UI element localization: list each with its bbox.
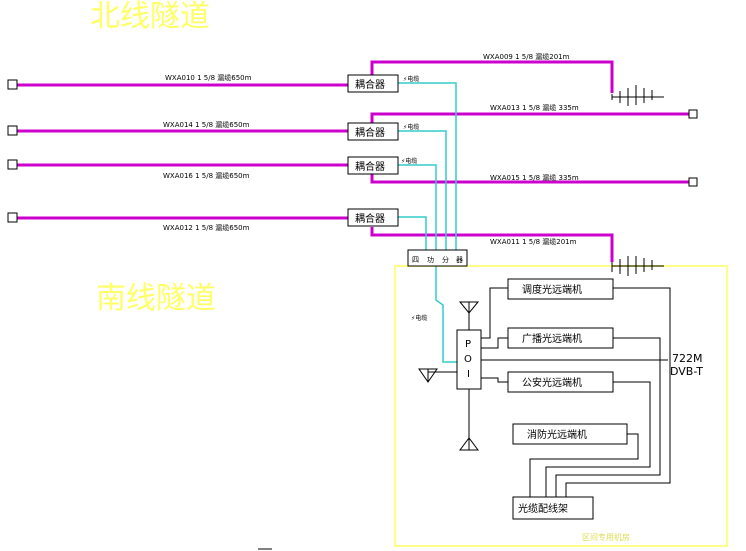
terminal-wxa010 <box>7 79 18 90</box>
plug-icon: ⚡ <box>401 158 405 165</box>
room-label: 区间专用机房 <box>582 532 630 542</box>
feeder-label-3: ⚡电缆 <box>401 157 417 165</box>
label-wxa011: WXA011 1 5/8 漏缆201m <box>490 237 577 246</box>
north-tunnel-title: 北线隧道 <box>90 0 210 34</box>
terminal-wxa013 <box>688 109 698 119</box>
feeder-label-1: ⚡电缆 <box>403 75 419 83</box>
feeder-label-4: ⚡电缆 <box>411 314 427 322</box>
couplers: 耦合器 耦合器 耦合器 耦合器 <box>347 74 399 227</box>
terminal-wxa012 <box>7 212 18 223</box>
plug-icon: ⚡ <box>411 315 415 322</box>
external-signal-line-1: 722M <box>672 352 703 365</box>
feeder-coupler-4 <box>398 216 427 250</box>
fire-terminal <box>512 423 628 445</box>
cable-wxa011 <box>370 227 614 262</box>
dispatch-terminal <box>507 278 614 300</box>
coupler-4-label: 耦合器 <box>355 212 385 225</box>
cable-wxa009 <box>370 60 614 93</box>
poi-char-o: O <box>464 354 472 365</box>
plug-icon: ⚡ <box>403 76 407 83</box>
cable-labels: WXA010 1 5/8 漏缆650m WXA009 1 5/8 漏缆201m … <box>163 52 579 246</box>
feeder-coupler-3 <box>398 164 437 250</box>
coupler-2-label: 耦合器 <box>355 126 385 139</box>
dispatch-terminal-label: 调度光远端机 <box>522 283 582 296</box>
splitter-char-1: 四 <box>412 256 419 264</box>
label-wxa012: WXA012 1 5/8 漏缆650m <box>163 223 250 232</box>
label-wxa015: WXA015 1 5/8 漏缆 335m <box>490 173 579 182</box>
antenna-bottom <box>459 437 479 451</box>
antenna-top <box>458 301 480 314</box>
police-terminal-label: 公安光远端机 <box>522 376 582 389</box>
cable-wxa013 <box>370 112 689 123</box>
splitter-box <box>407 249 468 267</box>
terminal-wxa016 <box>7 159 18 170</box>
room-antennas <box>418 301 480 451</box>
feeder-splitter-poi <box>435 265 457 363</box>
odf-box <box>512 496 594 520</box>
coupler-3 <box>347 156 399 175</box>
south-tunnel-title: 南线隧道 <box>96 281 216 316</box>
cable-wxa015 <box>370 174 689 184</box>
coupler-2 <box>347 122 399 141</box>
coupler-4 <box>347 208 399 227</box>
coupler-1-label: 耦合器 <box>355 78 385 91</box>
feeder-coupler-2 <box>398 130 447 250</box>
label-wxa014: WXA014 1 5/8 漏缆650m <box>163 120 250 129</box>
feeder-labels: ⚡电缆 ⚡电缆 ⚡电缆 ⚡电缆 <box>401 75 427 322</box>
terminal-wxa014 <box>7 125 18 136</box>
yagi-antenna-south <box>611 256 664 276</box>
odf-label: 光缆配线架 <box>518 502 568 515</box>
cable-terminals <box>7 79 698 223</box>
external-signal-line-2: DVB-T <box>670 365 703 378</box>
label-wxa016: WXA016 1 5/8 漏缆650m <box>163 171 250 180</box>
splitter-char-3: 分 <box>442 255 449 264</box>
poi-box <box>456 329 482 390</box>
antenna-left <box>418 368 438 383</box>
poi: P O I <box>456 329 482 390</box>
broadcast-terminal <box>507 327 614 349</box>
police-terminal <box>507 371 614 393</box>
coupler-1 <box>347 74 399 93</box>
leaky-cables <box>17 60 689 262</box>
equipment-room-border <box>394 265 728 547</box>
plug-icon: ⚡ <box>403 124 407 131</box>
external-signal-label: 722M DVB-T <box>670 352 706 378</box>
splitter-char-4: 器 <box>456 256 463 264</box>
coupler-3-label: 耦合器 <box>355 160 385 173</box>
yagi-antenna-north <box>611 85 664 106</box>
fire-terminal-label: 消防光远端机 <box>527 428 587 441</box>
label-wxa013: WXA013 1 5/8 漏缆 335m <box>490 103 579 112</box>
four-way-splitter: 四 功 分 器 <box>407 249 468 267</box>
feeder-lines <box>398 82 457 363</box>
label-wxa009: WXA009 1 5/8 漏缆201m <box>483 52 570 61</box>
terminal-wxa015 <box>688 177 698 187</box>
broadcast-terminal-label: 广播光远端机 <box>522 332 582 345</box>
splitter-char-2: 功 <box>427 255 434 264</box>
room-wiring <box>427 287 671 497</box>
feeder-label-2: ⚡电缆 <box>403 123 419 131</box>
poi-char-i: I <box>467 369 470 380</box>
feeder-coupler-1 <box>398 82 457 250</box>
poi-char-p: P <box>465 339 471 350</box>
label-wxa010: WXA010 1 5/8 漏缆650m <box>165 73 252 82</box>
terminal-units: 调度光远端机 广播光远端机 公安光远端机 消防光远端机 光缆配线架 <box>507 278 628 520</box>
